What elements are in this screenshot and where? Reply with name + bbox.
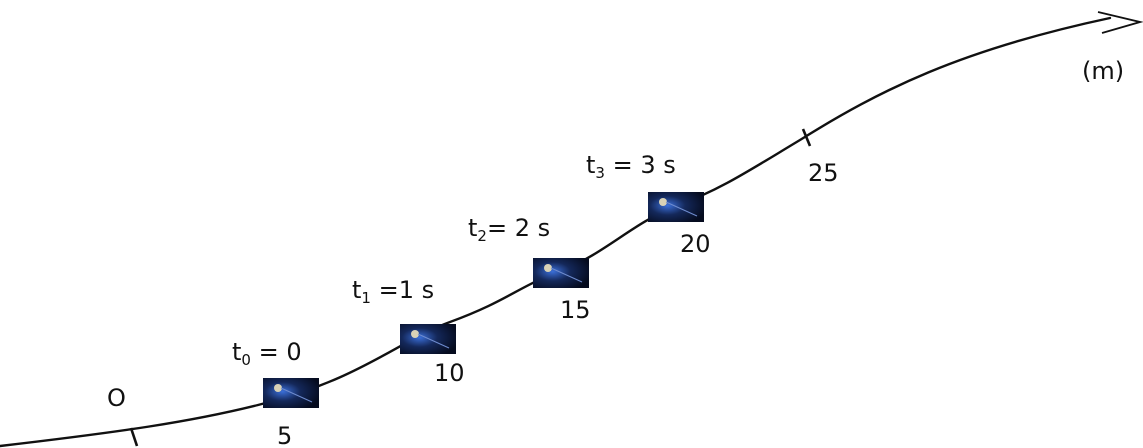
distance-label-25: 25: [808, 159, 839, 187]
time-label-subscript: 3: [595, 164, 605, 182]
distance-label-10: 10: [434, 359, 465, 387]
time-label-base: t: [352, 276, 361, 304]
time-label-t2: t2= 2 s: [468, 214, 550, 245]
time-label-text: = 2 s: [487, 214, 550, 242]
arrow-head-icon: [1098, 12, 1140, 33]
time-label-text: = 0: [251, 338, 302, 366]
time-label-text: =1 s: [371, 276, 434, 304]
time-label-base: t: [586, 151, 595, 179]
car-thumbnail-t3: [648, 192, 704, 222]
time-label-text: = 3 s: [605, 151, 676, 179]
time-label-t3: t3 = 3 s: [586, 151, 676, 182]
trajectory-curve: [0, 18, 1110, 446]
distance-label-20: 20: [680, 230, 711, 258]
origin-tick: [131, 428, 137, 446]
time-label-t0: t0 = 0: [232, 338, 302, 369]
time-label-subscript: 0: [241, 351, 251, 369]
time-label-base: t: [468, 214, 477, 242]
distance-label-5: 5: [277, 422, 292, 448]
time-label-subscript: 2: [477, 227, 487, 245]
unit-label: (m): [1082, 57, 1124, 85]
time-label-base: t: [232, 338, 241, 366]
time-label-t1: t1 =1 s: [352, 276, 434, 307]
distance-label-15: 15: [560, 296, 591, 324]
car-thumbnail-t1: [400, 324, 456, 354]
car-thumbnail-t0: [263, 378, 319, 408]
car-thumbnail-t2: [533, 258, 589, 288]
origin-label: O: [107, 384, 126, 412]
time-label-subscript: 1: [361, 289, 371, 307]
